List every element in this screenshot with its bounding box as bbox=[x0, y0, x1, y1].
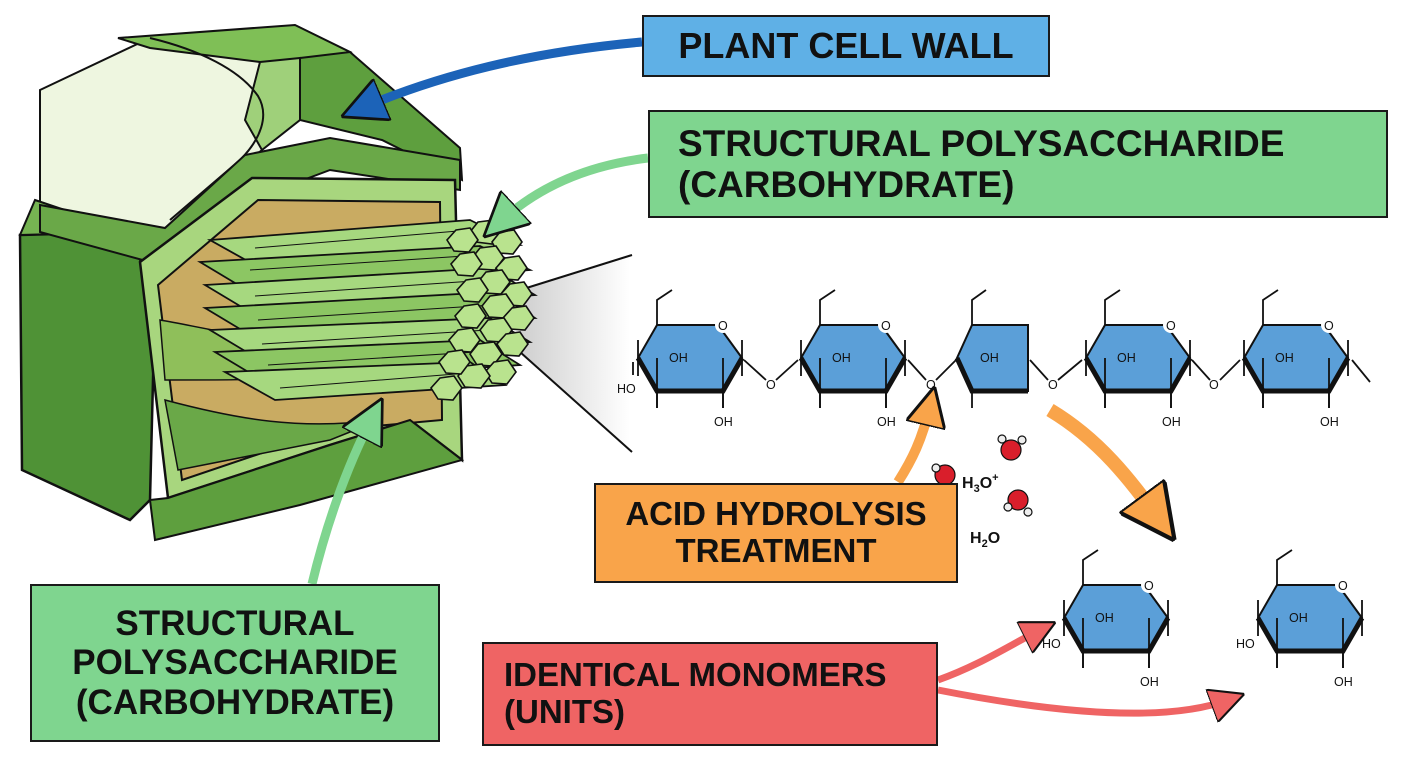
identical-monomers-label: IDENTICAL MONOMERS (UNITS) bbox=[482, 642, 938, 746]
ring-hydroxyl: OH bbox=[1289, 611, 1308, 625]
ring-oxygen-bg bbox=[1321, 317, 1337, 333]
chain-end-hydroxyl: HO bbox=[617, 382, 636, 396]
ch2oh-bond bbox=[656, 289, 673, 325]
sugar-ring: O OH OH bbox=[1241, 289, 1351, 429]
ring-oxygen-bg bbox=[1163, 317, 1179, 333]
sugar-ring: O OH OH HO bbox=[1236, 549, 1365, 689]
ring-hydroxyl-below: OH bbox=[1320, 415, 1339, 429]
ring-hydroxyl-below: OH bbox=[1140, 675, 1159, 689]
ch2oh-bond bbox=[819, 289, 836, 325]
structural-top-line1: STRUCTURAL POLYSACCHARIDE bbox=[678, 122, 1285, 164]
ch2oh-bond bbox=[1262, 289, 1279, 325]
ch2oh-bond bbox=[1082, 549, 1099, 585]
ring-oxygen: O bbox=[881, 319, 891, 333]
free-monomers: O OH OH HO O OH OH HO bbox=[1042, 549, 1365, 689]
ch2oh-bond bbox=[1104, 289, 1121, 325]
structural-top-arrow bbox=[500, 153, 649, 222]
acid-line1: ACID HYDROLYSIS bbox=[625, 495, 927, 533]
ring-hydroxyl: OH bbox=[1117, 351, 1136, 365]
monomer-arrow-1 bbox=[936, 630, 1040, 684]
glycosidic-links bbox=[632, 359, 1371, 383]
ch2oh-bond bbox=[971, 289, 987, 325]
cleaved-sugar-ring: OH bbox=[954, 289, 1029, 408]
structural-left-arrow bbox=[307, 418, 372, 586]
cell-wall-illustration bbox=[18, 23, 633, 542]
ring-hydroxyl-left: HO bbox=[1042, 637, 1061, 651]
structural-polysaccharide-label-top: STRUCTURAL POLYSACCHARIDE (CARBOHYDRATE) bbox=[648, 110, 1388, 218]
plant-cell-wall-arrow bbox=[362, 37, 643, 108]
sugar-ring: O OH OH HO bbox=[1042, 549, 1171, 689]
polysaccharide-chain: O OH OH O OH OH OH O OH OH O OH OH bbox=[635, 289, 1351, 429]
ring-hydroxyl: OH bbox=[1095, 611, 1114, 625]
ring-oxygen: O bbox=[1338, 579, 1348, 593]
fibre-ends bbox=[429, 219, 535, 401]
ring-oxygen-bg bbox=[715, 317, 731, 333]
ring-hydroxyl: OH bbox=[832, 351, 851, 365]
ring-hydroxyl: OH bbox=[1275, 351, 1294, 365]
glycosidic-oxygen-2: O bbox=[926, 378, 936, 392]
ring-oxygen: O bbox=[1144, 579, 1154, 593]
acid-hydrolysis-arrow bbox=[893, 406, 930, 485]
hydronium-label: H3O+ bbox=[962, 472, 999, 495]
glycosidic-oxygen-4: O bbox=[1209, 378, 1219, 392]
cleavage-arrow bbox=[1046, 403, 1158, 518]
acid-hydrolysis-label: ACID HYDROLYSIS TREATMENT bbox=[594, 483, 958, 583]
ring-hydroxyl: OH bbox=[980, 351, 999, 365]
plant-cell-wall-label: PLANT CELL WALL bbox=[642, 15, 1050, 77]
ring-front-edge bbox=[1061, 616, 1171, 654]
ring-oxygen-bg bbox=[1141, 577, 1157, 593]
ring-oxygen-bg bbox=[1335, 577, 1351, 593]
ring-hydroxyl-left: HO bbox=[1236, 637, 1255, 651]
sugar-ring: O OH OH bbox=[798, 289, 908, 429]
sugar-ring: O OH OH bbox=[1083, 289, 1193, 429]
ring-front-edge bbox=[798, 356, 908, 394]
ring-hydroxyl-below: OH bbox=[877, 415, 896, 429]
ring-oxygen: O bbox=[1166, 319, 1176, 333]
ring-hydroxyl-below: OH bbox=[1162, 415, 1181, 429]
monomer-arrow-2 bbox=[937, 686, 1228, 713]
water-label: H2O bbox=[970, 530, 1000, 550]
ring-hydroxyl-below: OH bbox=[714, 415, 733, 429]
fibre-bundle bbox=[197, 219, 538, 401]
structural-left-line1: STRUCTURAL bbox=[115, 604, 355, 644]
plant-cell-wall-text: PLANT CELL WALL bbox=[678, 24, 1014, 66]
ring-hydroxyl-below: OH bbox=[1334, 675, 1353, 689]
structural-top-line2: (CARBOHYDRATE) bbox=[678, 164, 1015, 205]
glycosidic-oxygen-1: O bbox=[766, 378, 776, 392]
acid-line2: TREATMENT bbox=[675, 532, 877, 569]
ring-hydroxyl: OH bbox=[669, 351, 688, 365]
ch2oh-bond bbox=[1276, 549, 1293, 585]
structural-left-line2: POLYSACCHARIDE bbox=[72, 643, 398, 683]
ring-front-edge bbox=[1083, 356, 1193, 394]
structural-polysaccharide-label-left: STRUCTURAL POLYSACCHARIDE (CARBOHYDRATE) bbox=[30, 584, 440, 742]
ring-oxygen: O bbox=[1324, 319, 1334, 333]
structural-left-line3: (CARBOHYDRATE) bbox=[75, 682, 395, 722]
ring-front-edge bbox=[1241, 356, 1351, 394]
ring-front-edge bbox=[635, 356, 745, 394]
glycosidic-oxygen-3: O bbox=[1048, 378, 1058, 392]
ring-front-edge bbox=[1255, 616, 1365, 654]
sugar-ring: O OH OH bbox=[635, 289, 745, 429]
mono-line1: IDENTICAL MONOMERS bbox=[504, 656, 887, 694]
ring-oxygen: O bbox=[718, 319, 728, 333]
mono-line2: (UNITS) bbox=[504, 693, 625, 730]
ring-oxygen-bg bbox=[878, 317, 894, 333]
